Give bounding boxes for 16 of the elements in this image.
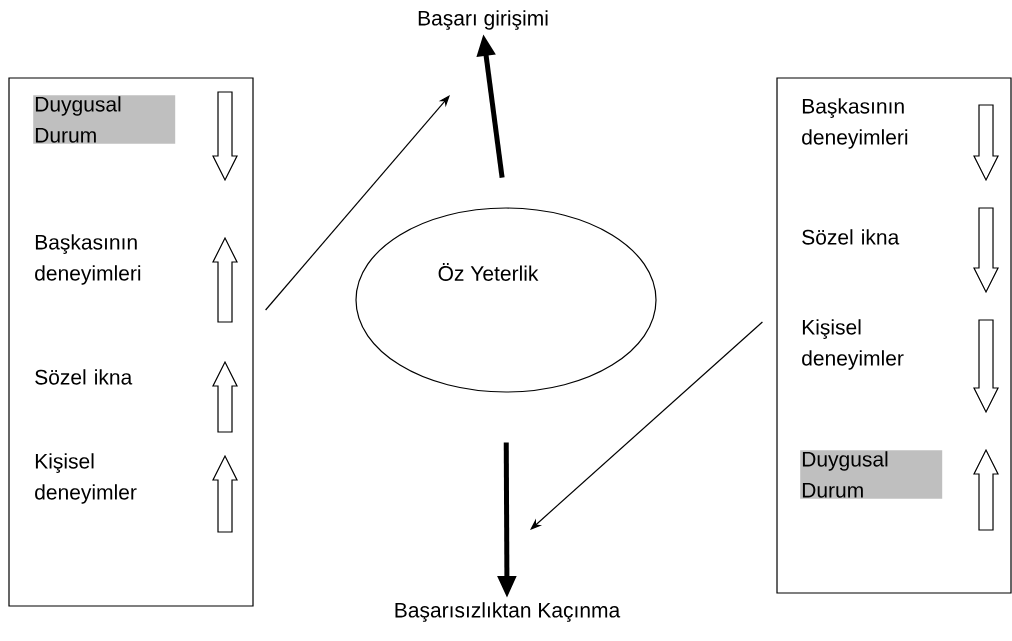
- factor-text: Sözel ikna: [802, 229, 900, 245]
- ellipse-node: [355, 207, 657, 393]
- factor-text: Başkasının deneyimleri: [35, 234, 141, 285]
- side-box: [8, 77, 254, 607]
- outcome-text: Başarısızlıktan Kaçınma: [395, 602, 621, 622]
- arrow: [530, 321, 763, 530]
- side-box: [776, 77, 1012, 594]
- arrow: [265, 95, 450, 311]
- factor-text: Sözel ikna: [35, 369, 133, 385]
- outcome-text: Başarı girişimi: [418, 10, 548, 30]
- factor-text: Kişisel deneyimler: [802, 319, 904, 370]
- factor-text: Kişisel deneyimler: [35, 453, 137, 504]
- factor-text: Duygusal Durum: [800, 450, 943, 499]
- factor-text: Başkasının deneyimleri: [802, 98, 908, 149]
- ellipse-label: Öz Yeterlik: [438, 263, 539, 281]
- factor-text: Duygusal Durum: [33, 95, 176, 144]
